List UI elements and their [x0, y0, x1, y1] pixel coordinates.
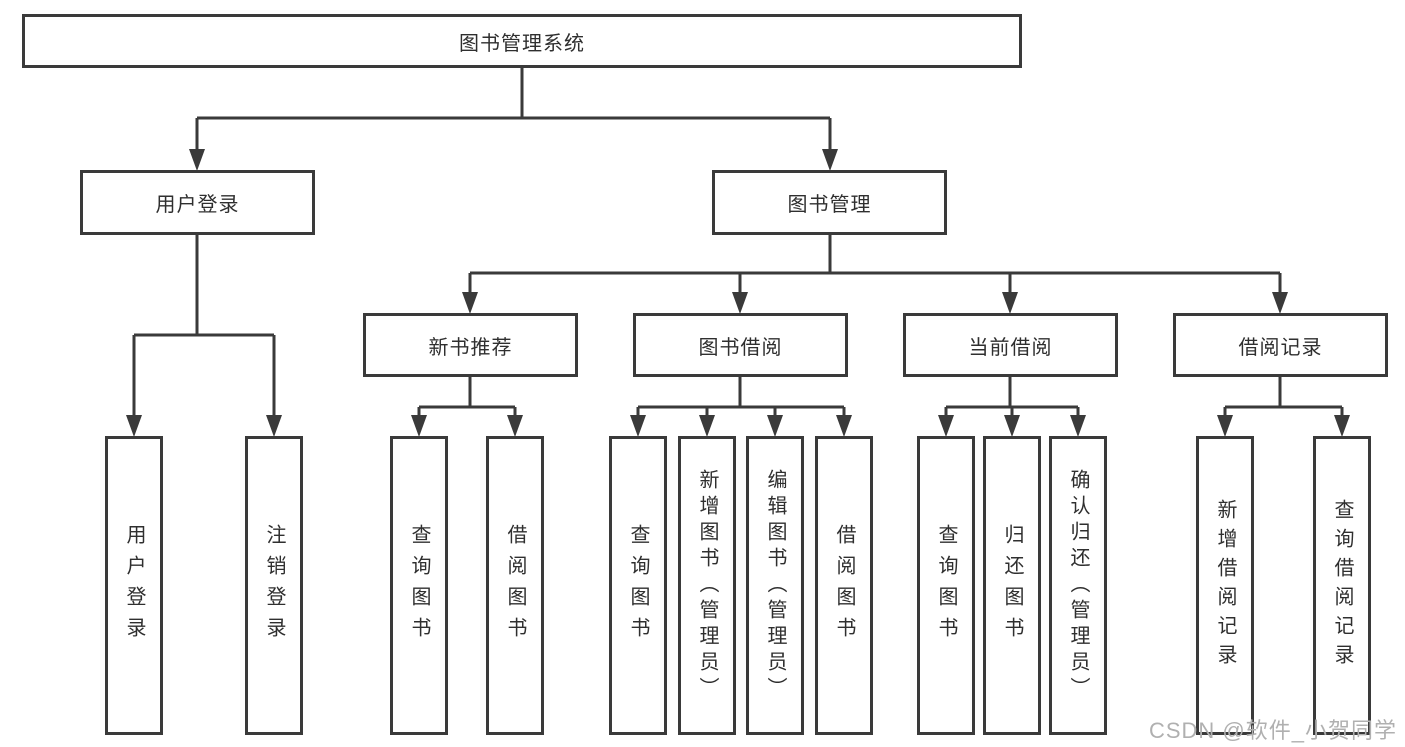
node-new-book-recommend: 新书推荐	[363, 313, 578, 377]
leaf-query-books-recommend: 查询图书	[390, 436, 448, 735]
leaf-query-books-current: 查询图书	[917, 436, 975, 735]
leaf-add-book-admin: 新增图书（管理员）	[678, 436, 736, 735]
leaf-label: 查询图书	[935, 523, 957, 648]
leaf-label: 查询图书	[408, 523, 430, 648]
node-label: 当前借阅	[968, 336, 1053, 359]
leaf-label: 编辑图书（管理员）	[764, 468, 786, 703]
node-user-login: 用户登录	[80, 170, 315, 235]
leaf-edit-book-admin: 编辑图书（管理员）	[746, 436, 804, 735]
leaf-label: 借阅图书	[833, 523, 855, 648]
node-borrowing-records: 借阅记录	[1173, 313, 1388, 377]
node-label: 图书管理	[787, 194, 872, 216]
leaf-label: 查询图书	[627, 523, 649, 648]
leaf-logout: 注销登录	[245, 436, 303, 735]
node-label: 新书推荐	[428, 336, 513, 359]
leaf-label: 借阅图书	[504, 523, 526, 648]
node-library-system: 图书管理系统	[22, 14, 1022, 68]
leaf-confirm-return-admin: 确认归还（管理员）	[1049, 436, 1107, 735]
node-label: 图书管理系统	[459, 32, 585, 55]
leaf-label: 注销登录	[263, 523, 285, 648]
leaf-add-borrow-record: 新增借阅记录	[1196, 436, 1254, 735]
leaf-label: 新增借阅记录	[1214, 498, 1236, 673]
leaf-label: 用户登录	[123, 523, 145, 648]
leaf-label: 新增图书（管理员）	[696, 468, 718, 703]
node-label: 借阅记录	[1238, 336, 1323, 359]
leaf-return-books: 归还图书	[983, 436, 1041, 735]
leaf-borrow-books-borrowing: 借阅图书	[815, 436, 873, 735]
node-label: 用户登录	[155, 194, 240, 216]
leaf-label: 确认归还（管理员）	[1067, 468, 1089, 703]
node-current-borrowing: 当前借阅	[903, 313, 1118, 377]
leaf-label: 查询借阅记录	[1331, 498, 1353, 673]
leaf-query-books-borrowing: 查询图书	[609, 436, 667, 735]
leaf-label: 归还图书	[1001, 523, 1023, 648]
node-book-borrowing: 图书借阅	[633, 313, 848, 377]
node-book-management: 图书管理	[712, 170, 947, 235]
csdn-watermark: CSDN @软件_小贺同学	[1148, 718, 1397, 743]
leaf-query-borrow-record: 查询借阅记录	[1313, 436, 1371, 735]
node-label: 图书借阅	[698, 336, 783, 359]
leaf-borrow-books-recommend: 借阅图书	[486, 436, 544, 735]
leaf-user-login: 用户登录	[105, 436, 163, 735]
